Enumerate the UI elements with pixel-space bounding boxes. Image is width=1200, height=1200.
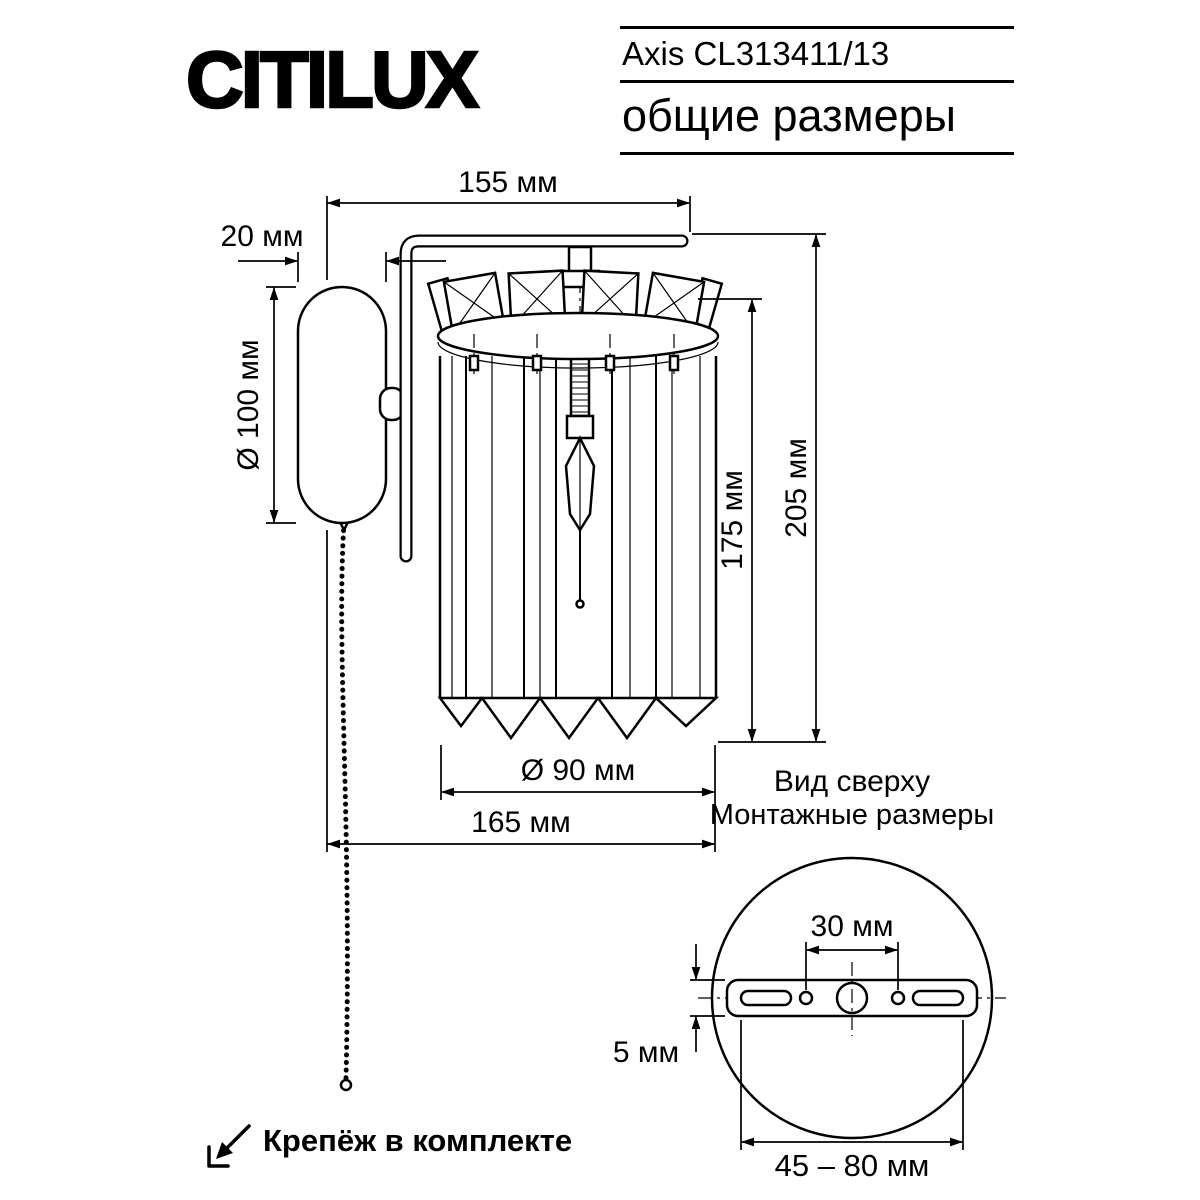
dim-label-30: 30 мм <box>811 910 894 943</box>
dim-label-90: Ø 90 мм <box>521 754 636 787</box>
hardware-included-icon <box>207 1124 251 1168</box>
top-view: Вид сверху Монтажные размеры 30 мм <box>613 765 1006 1183</box>
dim-label-165: 165 мм <box>471 806 571 839</box>
right-screw-hole <box>890 990 906 1006</box>
dim-hole-spacing-30: 30 мм <box>805 910 899 990</box>
mounting-bracket <box>725 962 979 1036</box>
shade-bottom-facets <box>437 696 720 741</box>
crystal-ring <box>436 311 720 374</box>
dim-label-5: 5 мм <box>613 1036 679 1069</box>
dim-label-175: 175 мм <box>716 470 749 570</box>
crystal-drop <box>564 435 596 609</box>
sheet-subtitle: общие размеры <box>620 83 1014 155</box>
header-title-block: Axis CL313411/13 общие размеры <box>620 26 1014 155</box>
dim-label-205: 205 мм <box>780 438 813 538</box>
dim-shade-height-175: 175 мм <box>698 298 826 743</box>
dim-label-155: 155 мм <box>458 166 558 199</box>
dim-arm-length-155: 155 мм <box>326 166 691 280</box>
top-view-subtitle: Монтажные размеры <box>710 799 994 831</box>
right-slot <box>911 989 965 1007</box>
brand-logo: CITILUX <box>185 34 481 126</box>
crystal-shade <box>437 350 720 741</box>
product-model: Axis CL313411/13 <box>620 26 1014 83</box>
dim-label-100: Ø 100 мм <box>232 339 265 470</box>
dim-plate-depth-20: 20 мм <box>221 220 446 282</box>
dim-total-height-205: 205 мм <box>692 233 826 742</box>
mounting-arm <box>399 234 689 563</box>
threaded-rod <box>565 350 595 440</box>
left-screw-hole <box>798 990 814 1006</box>
dim-label-20: 20 мм <box>221 220 304 253</box>
dim-plate-thickness-5: 5 мм <box>613 944 725 1069</box>
dim-slot-range-45-80: 45 – 80 мм <box>740 1020 964 1183</box>
pull-chain <box>334 514 354 1092</box>
dim-total-depth-165: 165 мм <box>326 530 716 852</box>
dim-plate-diameter-100: Ø 100 мм <box>232 286 296 524</box>
left-slot <box>739 989 793 1007</box>
top-view-title: Вид сверху <box>774 765 930 798</box>
dim-shade-diameter-90: Ø 90 мм <box>440 745 716 800</box>
dim-label-45-80: 45 – 80 мм <box>775 1148 930 1183</box>
backplate <box>296 285 406 525</box>
hardware-included-note: Крепёж в комплекте <box>263 1123 573 1158</box>
